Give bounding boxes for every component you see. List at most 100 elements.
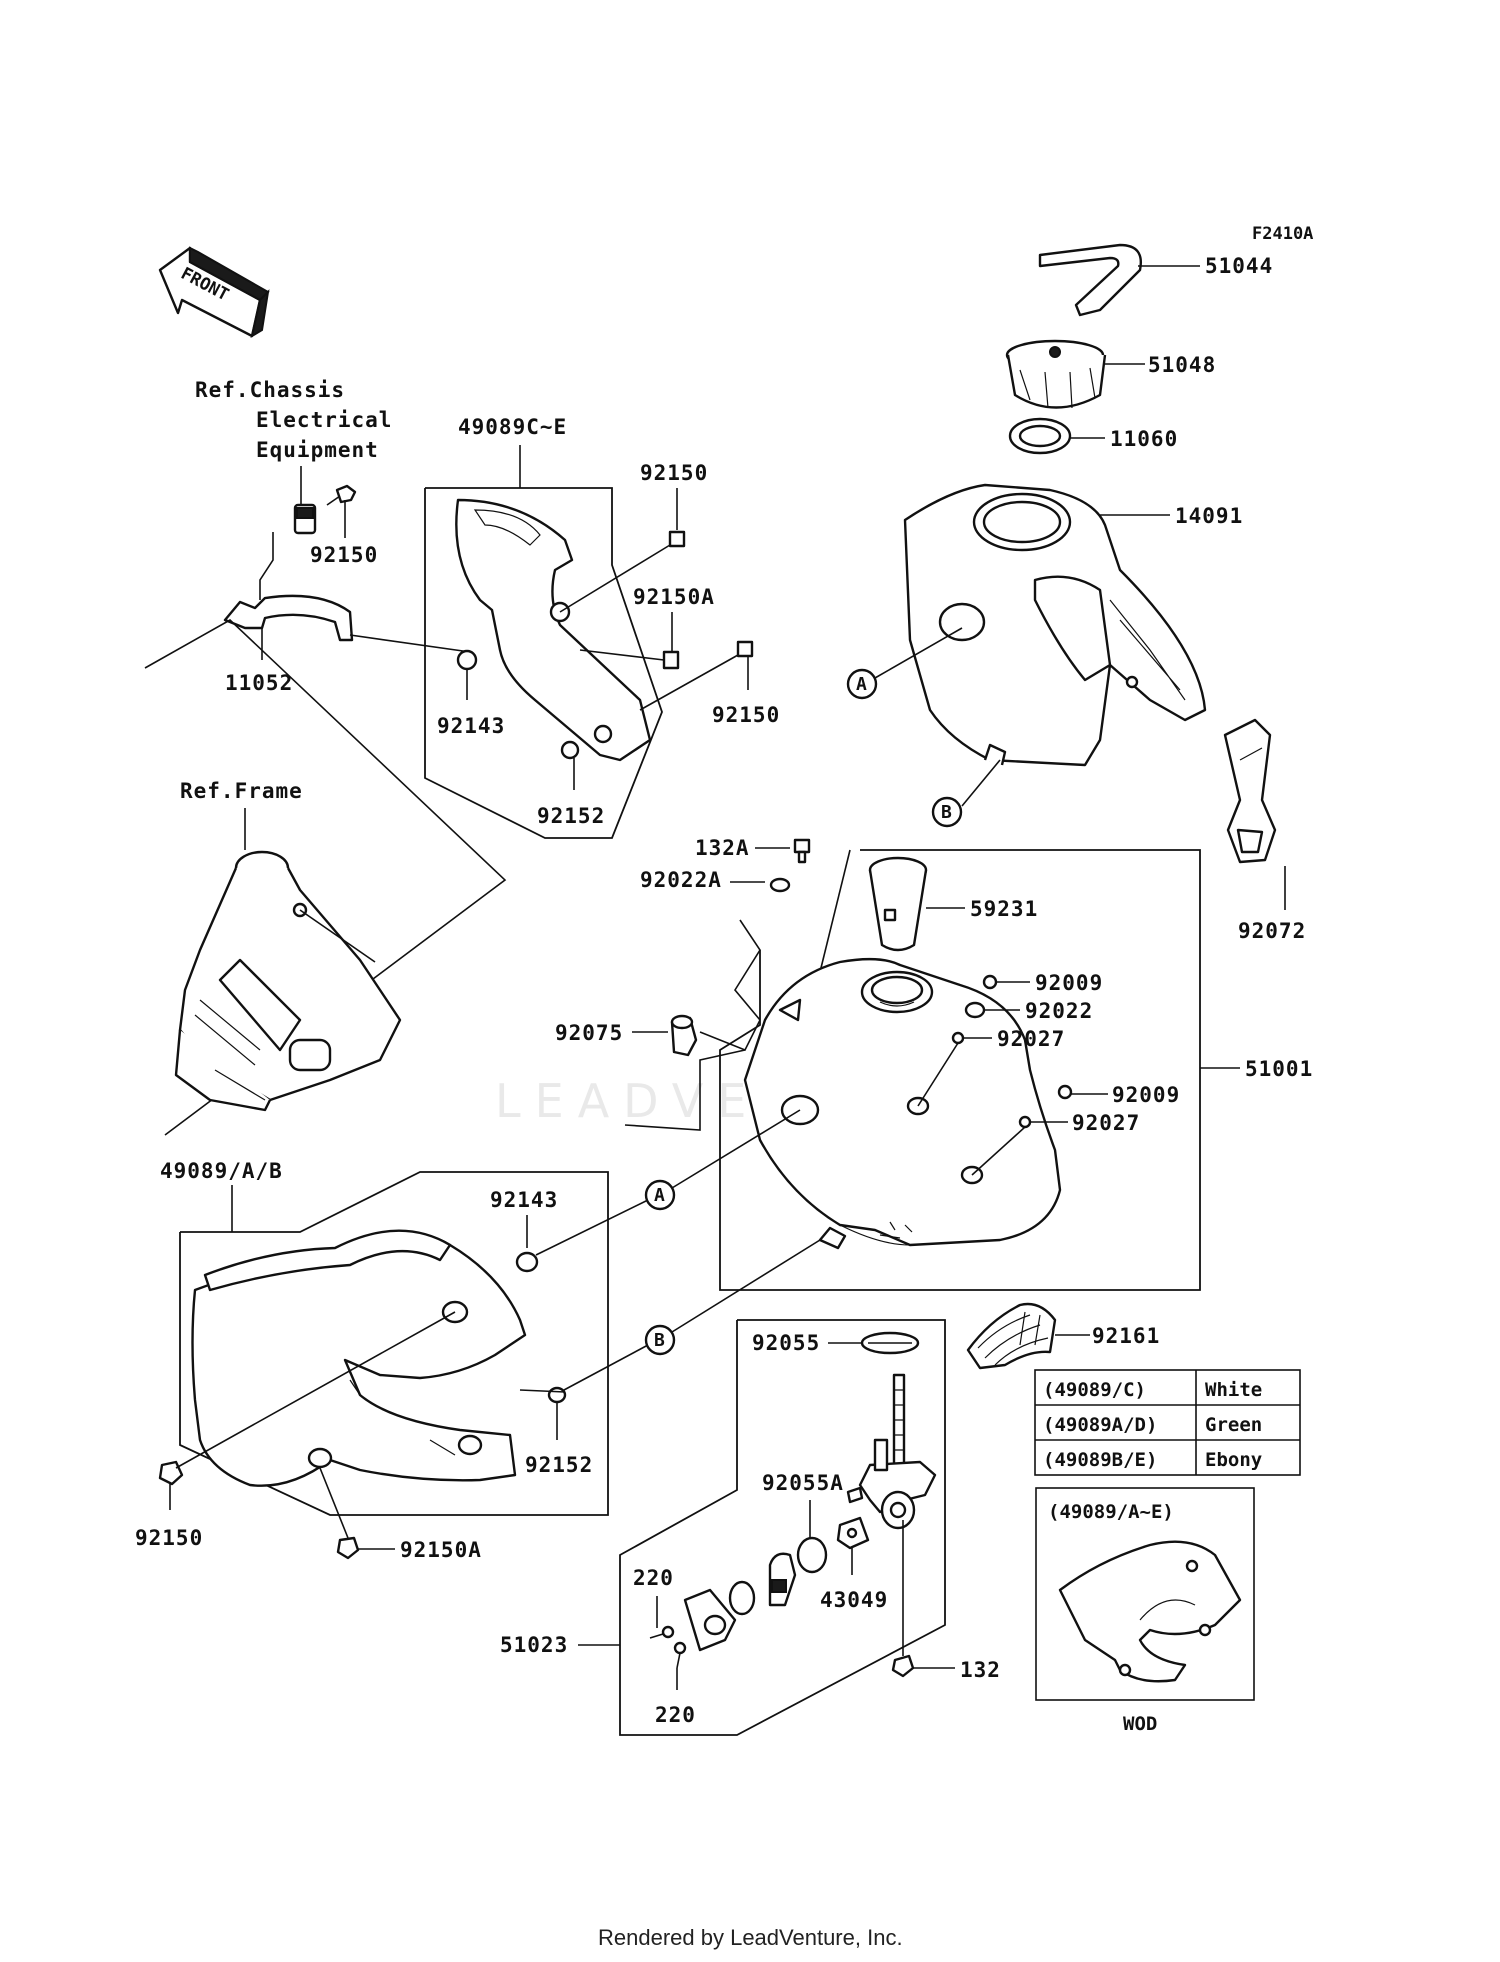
label-92022A: 92022A: [640, 868, 722, 892]
label-92027-a: 92027: [997, 1027, 1065, 1051]
damper-92075: [670, 1014, 698, 1057]
bolt-132A: [793, 838, 811, 864]
ref-chassis-line2: Electrical: [256, 408, 392, 432]
callout-A2-text: A: [654, 1185, 665, 1206]
bolt-92150A-bot: [336, 1536, 360, 1560]
label-92009-b: 92009: [1112, 1083, 1180, 1107]
label-92072: 92072: [1238, 919, 1306, 943]
label-92009-a: 92009: [1035, 971, 1103, 995]
inset-code: (49089/A~E): [1048, 1501, 1174, 1523]
bolt-132: [891, 1654, 915, 1678]
filter-92055: [860, 1331, 920, 1355]
label-92161: 92161: [1092, 1324, 1160, 1348]
label-92143-top: 92143: [437, 714, 505, 738]
color-table-code-2: (49089A/D): [1043, 1414, 1157, 1436]
filler-neck-59231: [868, 856, 928, 952]
bolt-92150-top: [559, 530, 686, 613]
connector-part: [293, 503, 317, 535]
label-92150A-top: 92150A: [633, 585, 715, 609]
washer-92152-bot: [547, 1386, 567, 1404]
gasket-11060: [1008, 417, 1072, 455]
fuel-tank-51001: [743, 957, 1062, 1250]
grommet-92027-b: [1018, 1115, 1032, 1129]
ref-chassis-line3: Equipment: [256, 438, 379, 462]
color-table-color-3: Ebony: [1205, 1449, 1262, 1471]
fuel-valve: [846, 1373, 937, 1530]
screw-220-a: [649, 1625, 675, 1639]
bolt-92009-b: [1057, 1084, 1073, 1100]
bolt-92009-a: [982, 974, 998, 990]
label-92022: 92022: [1025, 999, 1093, 1023]
ref-frame: Ref.Frame: [180, 779, 303, 803]
label-220-b: 220: [655, 1703, 696, 1727]
frame-part: [174, 850, 402, 1112]
washer-92022A: [769, 877, 791, 893]
label-51044: 51044: [1205, 254, 1273, 278]
bolt-92150-bot: [158, 1460, 184, 1486]
label-92150-top: 92150: [640, 461, 708, 485]
label-92152-top: 92152: [537, 804, 605, 828]
tank-cover-14091: [903, 483, 1207, 767]
shroud-lower: [191, 1229, 527, 1487]
label-92075: 92075: [555, 1021, 623, 1045]
label-132A: 132A: [695, 836, 750, 860]
bracket-11052: [223, 594, 354, 660]
shroud-upper: [455, 498, 652, 762]
valve-plate: [683, 1588, 737, 1652]
label-51048: 51048: [1148, 353, 1216, 377]
label-92150A-bot: 92150A: [400, 1538, 482, 1562]
label-92152-bot: 92152: [525, 1453, 593, 1477]
callout-B2-text: B: [654, 1330, 665, 1351]
callout-A2: [644, 1179, 676, 1211]
label-92150-bot: 92150: [135, 1526, 203, 1550]
label-220-a: 220: [633, 1566, 674, 1590]
label-59231: 59231: [970, 897, 1038, 921]
strap-92072: [1223, 718, 1277, 864]
bolt-92150A-top: [579, 649, 680, 670]
color-table-code-1: (49089/C): [1043, 1379, 1146, 1401]
diagram-code: F2410A: [1252, 224, 1313, 244]
color-table-code-3: (49089B/E): [1043, 1449, 1157, 1471]
callout-A1: [846, 668, 878, 700]
label-51001: 51001: [1245, 1057, 1313, 1081]
color-table-color-2: Green: [1205, 1414, 1262, 1436]
washer-92143-top: [456, 649, 478, 671]
lever-part: [768, 1552, 797, 1607]
callout-B1-text: B: [941, 802, 952, 823]
oring-small: [728, 1580, 756, 1616]
washer-92152-top: [560, 740, 580, 760]
callout-B1: [931, 796, 963, 828]
pad-92161: [966, 1302, 1057, 1370]
label-92027-b: 92027: [1072, 1111, 1140, 1135]
breather-hose-51044: [1038, 243, 1142, 317]
callout-A1-text: A: [856, 674, 867, 695]
callout-B2: [644, 1324, 676, 1356]
screw-220-b: [673, 1641, 687, 1669]
front-arrow-icon: FRONT: [158, 246, 270, 339]
washer-92022: [964, 1001, 986, 1019]
label-49089-A-B: 49089/A/B: [160, 1159, 283, 1183]
label-92055A: 92055A: [762, 1471, 844, 1495]
color-table-color-1: White: [1205, 1379, 1262, 1401]
label-49089C-E: 49089C~E: [458, 415, 567, 439]
inset-box: (49089/A~E): [1035, 1487, 1255, 1701]
label-11052: 11052: [225, 671, 293, 695]
inset-caption: WOD: [1123, 1713, 1157, 1735]
label-11060: 11060: [1110, 427, 1178, 451]
gasket-43049: [836, 1516, 870, 1550]
oring-92055A: [796, 1536, 828, 1574]
label-92150-right: 92150: [712, 703, 780, 727]
label-92143-bot: 92143: [490, 1188, 558, 1212]
fuel-cap-51048: [1005, 339, 1107, 409]
bolt-92150-right: [639, 640, 754, 711]
label-132: 132: [960, 1658, 1001, 1682]
color-table: (49089/C) White (49089A/D) Green (49089B…: [1034, 1369, 1301, 1476]
footer-credit: Rendered by LeadVenture, Inc.: [598, 1925, 903, 1950]
grommet-92027-a: [951, 1031, 965, 1045]
label-14091: 14091: [1175, 504, 1243, 528]
label-51023: 51023: [500, 1633, 568, 1657]
label-92150-chassis: 92150: [310, 543, 378, 567]
ref-chassis-line1: Ref.Chassis: [195, 378, 345, 402]
washer-92143-bot: [515, 1251, 539, 1273]
